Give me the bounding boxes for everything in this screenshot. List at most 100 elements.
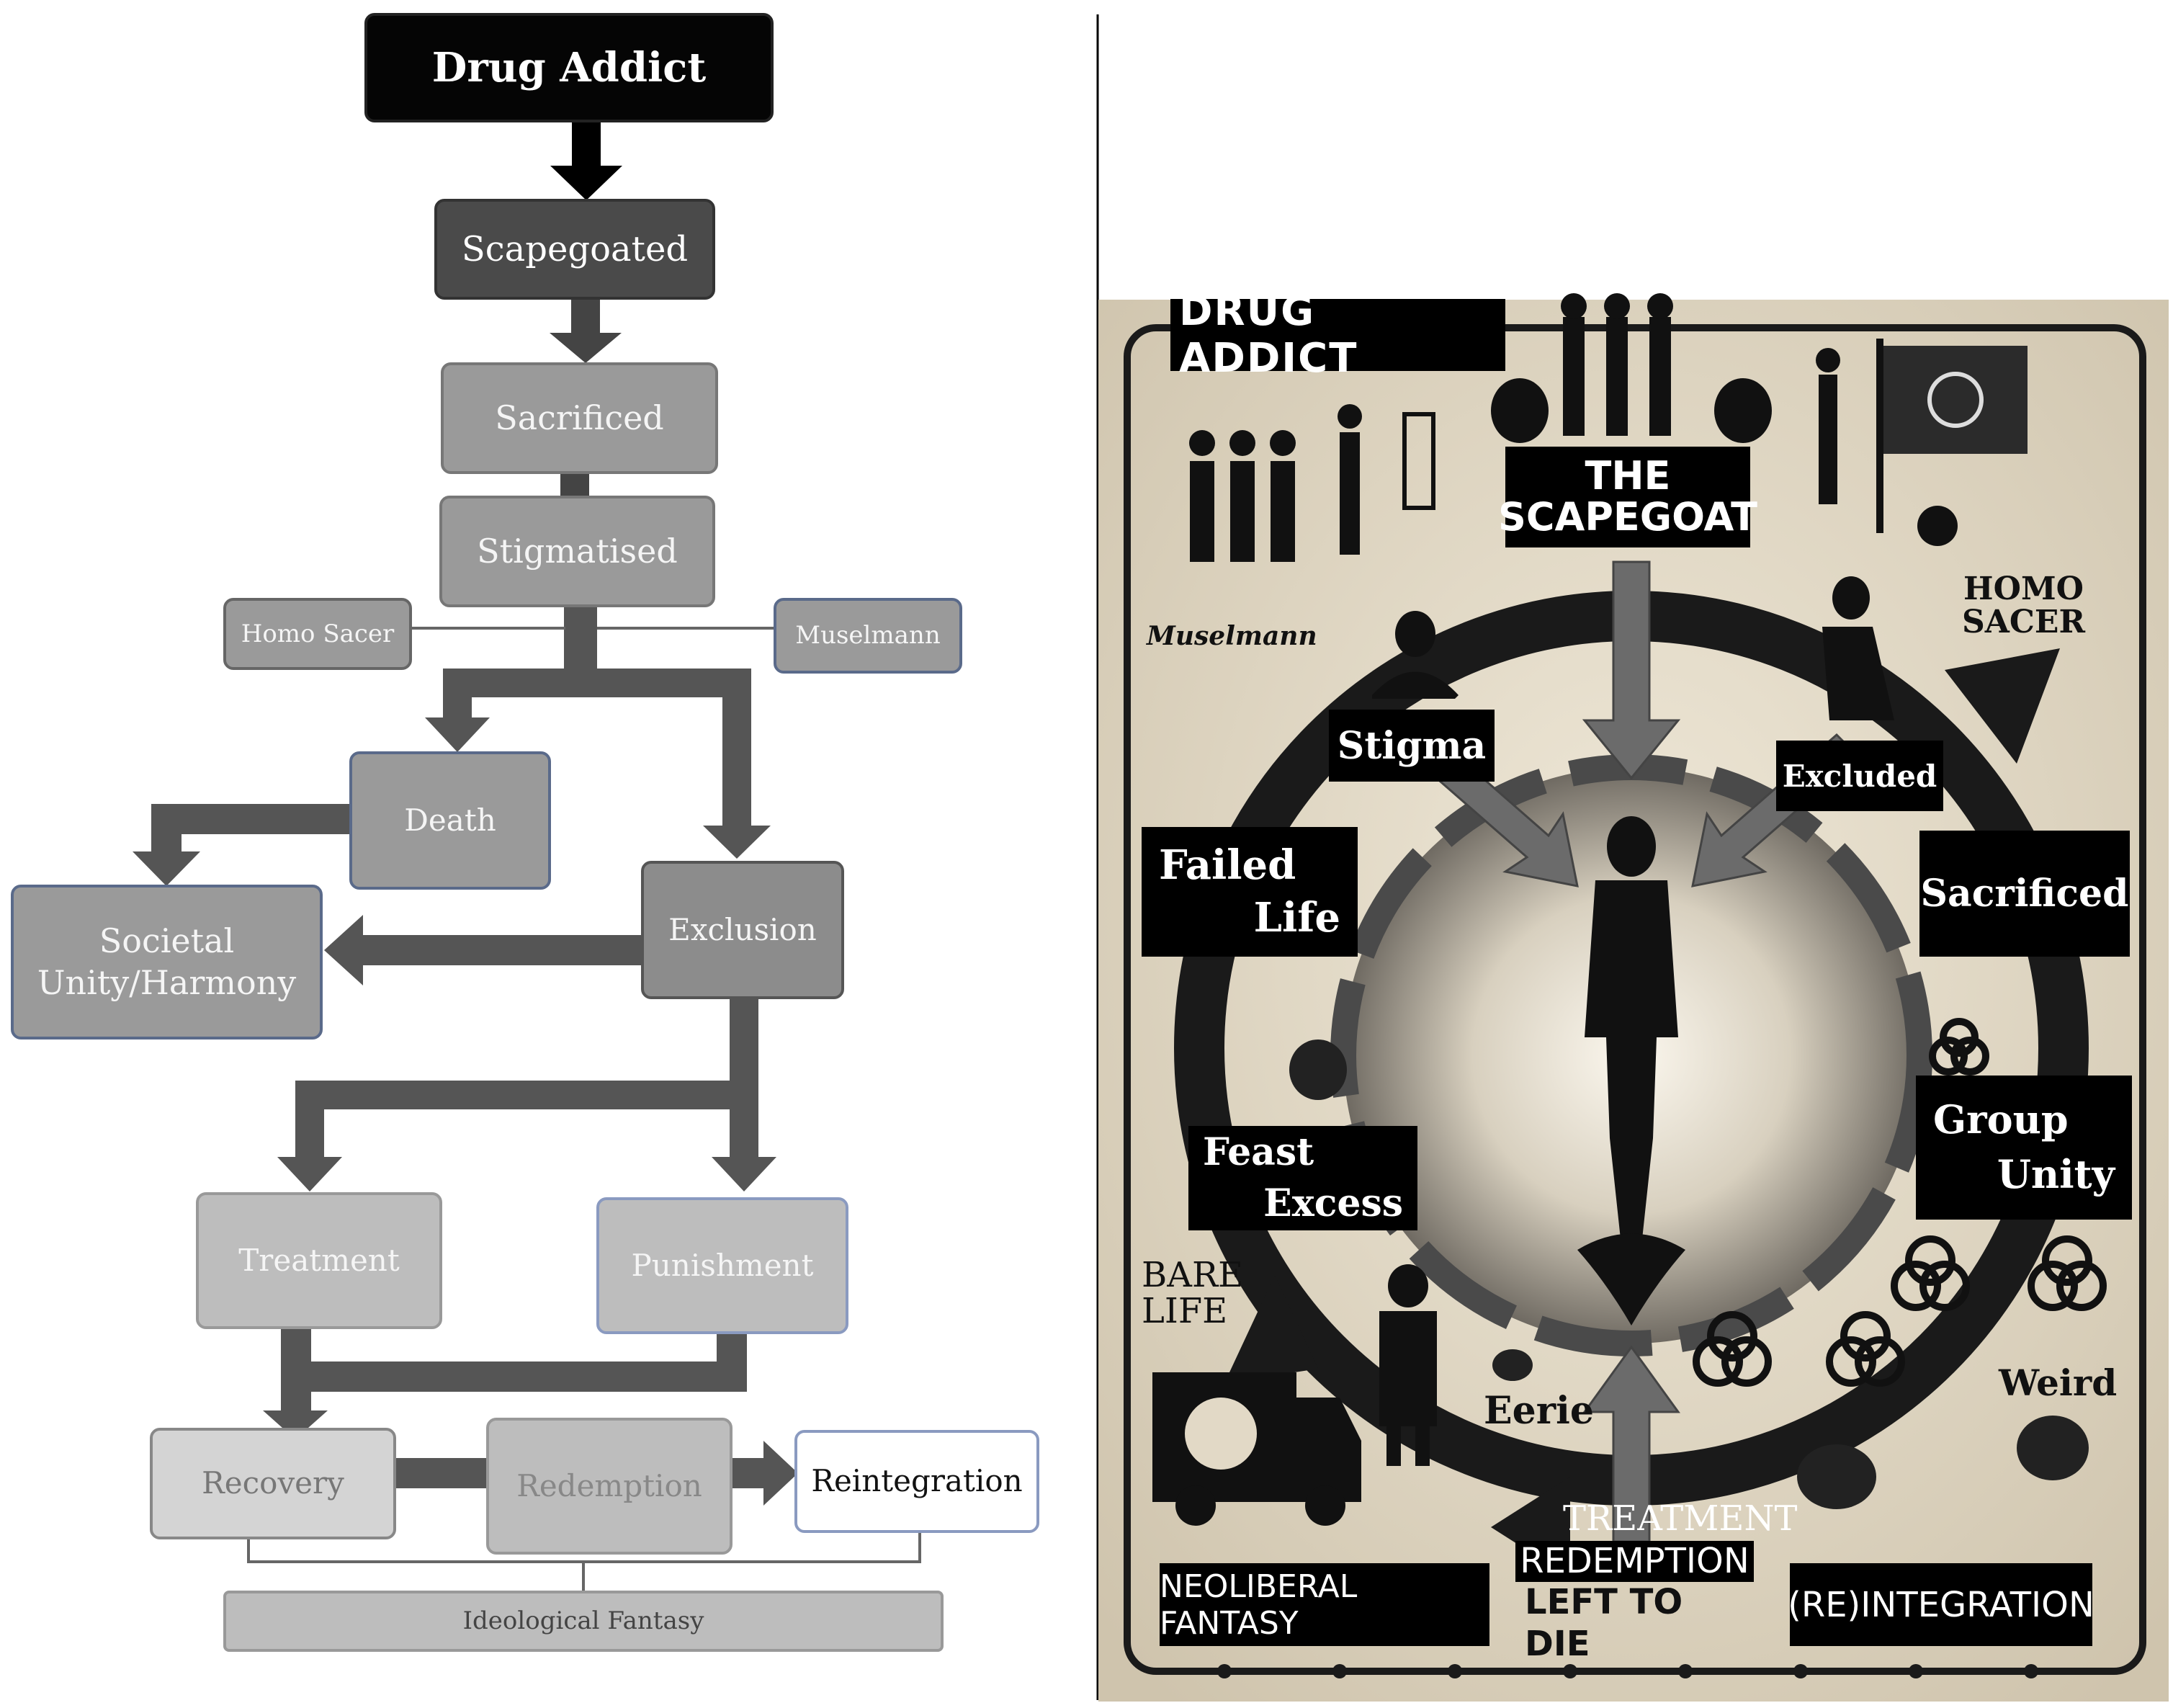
poster-the-scapegoat: THE SCAPEGOAT: [1498, 447, 1757, 547]
arrow-split-exclusion: [722, 697, 751, 827]
poster-homo-sacer: HOMO SACER: [1962, 571, 2086, 641]
central-figure: [1577, 816, 1685, 1325]
node-recovery-label: Recovery: [202, 1465, 344, 1501]
arrow-treatment-head: [277, 1157, 342, 1191]
poster-stigma-label: Stigma: [1337, 723, 1487, 768]
arrow-exclusion-societal: [360, 935, 642, 965]
poster-failed-life: Failed Life: [1142, 827, 1358, 957]
poster-neoliberal-fantasy: NEOLIBERAL FANTASY: [1160, 1563, 1489, 1646]
poster-life-label: Life: [1253, 894, 1340, 942]
node-muselmann: Muselmann: [774, 598, 962, 674]
node-exclusion: Exclusion: [641, 861, 844, 999]
poster-unity-label: Unity: [1997, 1151, 2115, 1197]
poster-bare-life-label: LIFE: [1142, 1291, 1228, 1332]
node-exclusion-label: Exclusion: [668, 911, 817, 947]
poster-stigma: Stigma: [1329, 710, 1495, 782]
poster-muselmann-label: Muselmann: [1147, 621, 1317, 651]
arrow-exclusion-societal-head: [324, 915, 363, 985]
arrow-addict-scapegoated-head: [550, 166, 622, 200]
node-scapegoated: Scapegoated: [434, 199, 715, 300]
figures-top: [1189, 293, 2028, 562]
poster-feast-excess: Feast Excess: [1188, 1126, 1417, 1230]
arrow-death-societal: [151, 804, 349, 834]
poster-weird-label: Weird: [1999, 1362, 2118, 1404]
node-muselmann-label: Muselmann: [795, 621, 941, 650]
poster-excluded: Excluded: [1776, 741, 1943, 811]
poster-group-unity: Group Unity: [1916, 1076, 2132, 1220]
ring-arrowhead-right: [1945, 648, 2060, 764]
poster-sacrificed-label: Sacrificed: [1920, 872, 2129, 916]
node-recovery: Recovery: [150, 1428, 396, 1539]
poster-sacrificed: Sacrificed: [1919, 831, 2130, 957]
arrow-split-death: [443, 697, 472, 719]
arrow-redemption-reintegration: [731, 1458, 767, 1488]
arrow-scapegoated-sacrificed-head: [550, 333, 622, 363]
poster-redemption-label: REDEMPTION: [1515, 1540, 1754, 1583]
arrow-addict-scapegoated: [572, 122, 601, 166]
node-societal-unity: Societal Unity/Harmony: [11, 885, 323, 1039]
node-sacrificed-label: Sacrificed: [495, 398, 664, 437]
flowchart-connectors: [133, 122, 921, 1591]
node-treatment: Treatment: [196, 1192, 442, 1329]
poster-frame: [1124, 324, 2146, 1675]
node-reintegration-label: Reintegration: [811, 1463, 1023, 1499]
node-societal-unity-line2: Unity/Harmony: [37, 962, 297, 1002]
poster-redemption-left-to-die: REDEMPTION LEFT TO DIE: [1515, 1540, 1754, 1664]
node-reintegration: Reintegration: [794, 1430, 1039, 1533]
figures-middle: [1372, 576, 1894, 1466]
connector-split: [443, 669, 751, 697]
poster-treatment: TREATMENT: [1563, 1498, 1797, 1539]
poster-bare-life: BARE LIFE: [1142, 1257, 1243, 1330]
poster-sacer-label: SACER: [1962, 604, 2086, 641]
poster-title-drug-addict-label: DRUG ADDICT: [1179, 288, 1358, 382]
line-homo-sacer: [412, 627, 565, 630]
biohazard-symbols: [1693, 1018, 2107, 1387]
node-ideological-fantasy-label: Ideological Fantasy: [462, 1606, 704, 1636]
node-scapegoated-label: Scapegoated: [461, 229, 689, 269]
node-drug-addict-label: Drug Addict: [431, 44, 707, 91]
poster-ornaments: [1289, 1039, 2089, 1509]
arrow-recovery-head: [263, 1410, 328, 1439]
ring-arrowhead-left: [1224, 1275, 1318, 1383]
poster-group-label: Group: [1933, 1096, 2069, 1143]
poster-excluded-label: Excluded: [1782, 758, 1937, 794]
node-death-label: Death: [404, 802, 496, 838]
node-sacrificed: Sacrificed: [441, 362, 718, 474]
node-redemption-label: Redemption: [516, 1467, 702, 1503]
truck: [1152, 1372, 1361, 1526]
node-societal-unity-line1: Societal: [99, 921, 235, 960]
arrow-scapegoated-sacrificed: [571, 298, 600, 334]
connector-exclusion-down: [730, 998, 758, 1081]
arrow-punishment-head: [712, 1157, 776, 1191]
connector-stigmatised-stem: [564, 604, 597, 669]
poster-the-label: THE: [1585, 453, 1671, 499]
node-redemption: Redemption: [486, 1418, 732, 1555]
poster-bare-label: BARE: [1142, 1255, 1244, 1295]
node-homo-sacer: Homo Sacer: [223, 598, 412, 670]
arrow-split-death-head: [425, 717, 490, 752]
line-muselmann: [597, 627, 775, 630]
poster-excess-label: Excess: [1263, 1181, 1403, 1225]
node-homo-sacer-label: Homo Sacer: [241, 619, 395, 648]
node-death: Death: [349, 751, 551, 890]
poster-title-drug-addict: DRUG ADDICT: [1170, 288, 1505, 382]
poster-homo-label: HOMO: [1963, 571, 2084, 607]
poster-reintegration-label: (RE)INTEGRATION: [1788, 1584, 2094, 1625]
poster-treatment-label: TREATMENT: [1563, 1498, 1798, 1539]
node-treatment-label: Treatment: [238, 1242, 400, 1278]
node-ideological-fantasy: Ideological Fantasy: [223, 1591, 944, 1652]
poster-eerie-label: Eerie: [1484, 1389, 1594, 1433]
poster-reintegration: (RE)INTEGRATION: [1788, 1563, 2094, 1646]
connector-sacrificed-stigmatised: [560, 471, 589, 497]
poster-failed-label: Failed: [1159, 841, 1296, 890]
poster-weird: Weird: [1999, 1362, 2117, 1404]
arrow-reintegration-head: [763, 1441, 798, 1506]
node-punishment: Punishment: [596, 1197, 848, 1334]
arrow-split-exclusion-head: [703, 826, 771, 859]
node-stigmatised-label: Stigmatised: [477, 531, 678, 571]
arrow-death-societal-head: [133, 851, 200, 886]
node-drug-addict: Drug Addict: [364, 13, 774, 122]
frame-ornaments: [1217, 1664, 2038, 1678]
connector-lower-split: [295, 1081, 758, 1109]
poster-muselmann: Muselmann: [1147, 621, 1317, 651]
